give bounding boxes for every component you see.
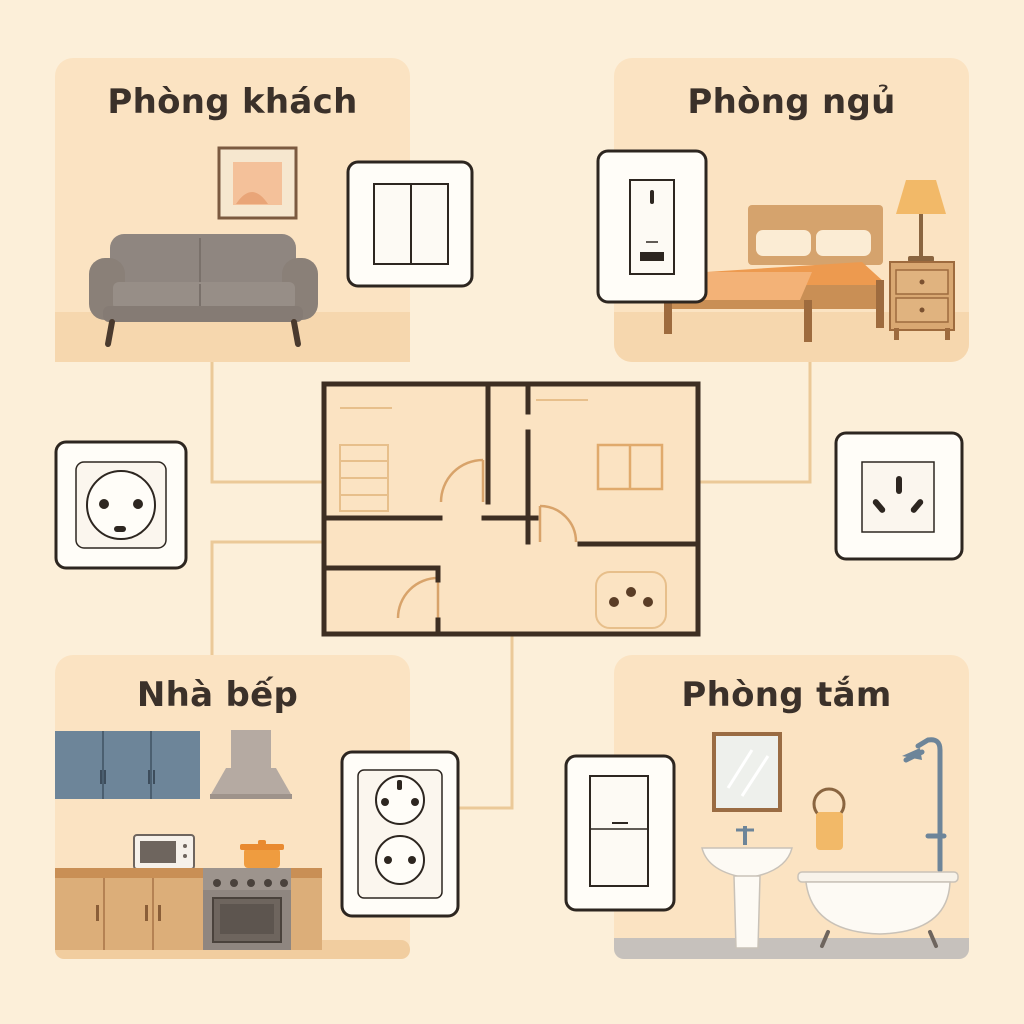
room-title-kitchen: Nhà bếp xyxy=(136,675,299,715)
connector-bedroom xyxy=(700,362,812,484)
bathtub-icon xyxy=(797,871,959,948)
double-switch-icon[interactable] xyxy=(346,160,474,288)
connector-living xyxy=(210,362,322,484)
connector-kitchen xyxy=(210,540,322,655)
room-title-living: Phòng khách xyxy=(107,82,358,122)
stove-icon xyxy=(203,868,291,950)
room-title-bathroom: Phòng tắm xyxy=(681,675,892,715)
lamp-icon xyxy=(896,180,946,262)
towel-icon xyxy=(812,787,846,850)
living-room-card xyxy=(55,58,474,362)
bedroom-card xyxy=(596,58,969,362)
mirror-icon xyxy=(712,732,782,812)
usb-switch-icon[interactable] xyxy=(596,149,708,304)
three-pin-socket-icon[interactable] xyxy=(834,431,964,561)
plan-stove-icon xyxy=(595,571,667,629)
connector-bathroom xyxy=(458,635,514,810)
sink-icon xyxy=(701,826,793,949)
nightstand-icon xyxy=(889,261,955,340)
range-hood-icon xyxy=(210,730,292,799)
bed-icon xyxy=(664,205,884,342)
walls xyxy=(321,381,701,637)
combo-socket-icon[interactable] xyxy=(340,750,460,918)
microwave-icon xyxy=(133,834,195,870)
kitchen-card xyxy=(55,655,460,959)
stairs-icon xyxy=(339,399,588,512)
connector-lines xyxy=(210,362,812,810)
lower-cabinets xyxy=(55,868,322,950)
kitchen-cabinet-icon xyxy=(55,731,200,799)
bathroom-card xyxy=(564,655,969,959)
door-swings xyxy=(396,458,578,619)
sofa-icon xyxy=(89,234,318,347)
round-socket-icon[interactable] xyxy=(54,440,188,570)
floor-plan xyxy=(321,381,701,637)
bathroom-switch-icon[interactable] xyxy=(564,754,676,912)
framed-picture-icon xyxy=(217,146,298,220)
pot-icon xyxy=(240,840,284,868)
plan-bed-icon xyxy=(596,443,664,491)
room-title-bedroom: Phòng ngủ xyxy=(687,82,896,122)
